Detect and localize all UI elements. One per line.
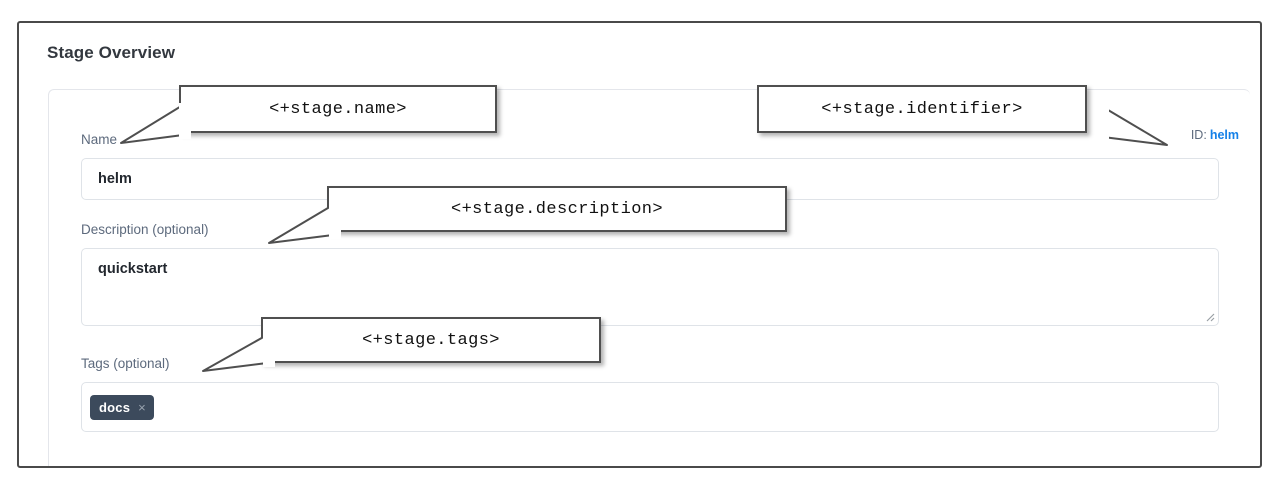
callout-stage-name: <+stage.name> bbox=[179, 85, 497, 133]
page-title: Stage Overview bbox=[47, 43, 176, 62]
callout-stage-identifier-text: <+stage.identifier> bbox=[821, 99, 1023, 119]
callout-stage-tags: <+stage.tags> bbox=[261, 317, 601, 363]
callout-stage-description-text: <+stage.description> bbox=[450, 199, 664, 219]
resize-handle-icon[interactable] bbox=[1203, 310, 1215, 322]
callout-stage-description: <+stage.description> bbox=[327, 186, 787, 232]
stage-identifier: ID:helm bbox=[1191, 128, 1239, 142]
tag-chip-label: docs bbox=[99, 399, 131, 415]
tag-chip[interactable]: docs × bbox=[90, 394, 154, 420]
callout-stage-tags-text: <+stage.tags> bbox=[362, 330, 500, 350]
field-label-description: Description (optional) bbox=[81, 222, 209, 237]
stage-identifier-value[interactable]: helm bbox=[1209, 128, 1239, 142]
stage-overview-card: Name helm ID:helm Description (optional)… bbox=[48, 89, 1250, 466]
description-value: quickstart bbox=[98, 261, 168, 277]
tags-input[interactable]: docs × bbox=[81, 382, 1219, 432]
stage-identifier-label: ID: bbox=[1190, 128, 1207, 142]
description-textarea[interactable]: quickstart bbox=[81, 248, 1219, 326]
screenshot-frame: Stage Overview Name helm ID:helm Descrip… bbox=[17, 21, 1262, 468]
callout-stage-identifier: <+stage.identifier> bbox=[757, 85, 1087, 133]
field-tags: Tags (optional) docs × bbox=[81, 355, 1219, 432]
close-icon[interactable]: × bbox=[138, 399, 146, 415]
callout-stage-name-text: <+stage.name> bbox=[269, 99, 407, 119]
field-label-name: Name bbox=[81, 132, 118, 147]
field-label-tags: Tags (optional) bbox=[81, 356, 170, 371]
field-description: Description (optional) quickstart bbox=[81, 221, 1219, 326]
